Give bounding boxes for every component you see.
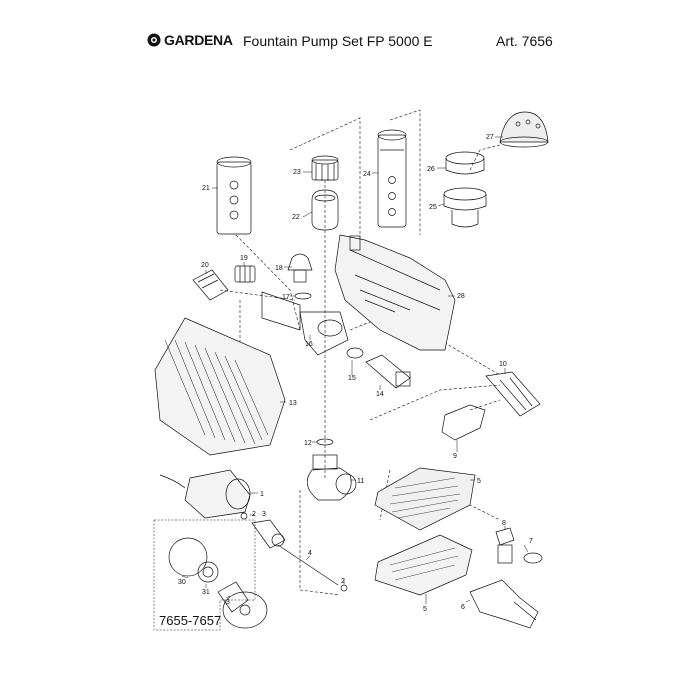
part-number-label: 3 — [226, 599, 230, 606]
part-24-jet-tube — [377, 129, 407, 228]
part-13-pump-cover — [154, 317, 286, 456]
part-18-valve-knob — [287, 253, 313, 283]
part-number-label: 10 — [499, 361, 507, 368]
part-15-o-ring — [346, 347, 364, 359]
part-number-label: 2 — [341, 578, 345, 585]
part-number-label: 2 — [252, 511, 256, 518]
part-8-valve — [495, 527, 515, 564]
part-number-label: 1 — [260, 491, 264, 498]
part-4-shaft — [277, 544, 339, 586]
part-number-label: 31 — [202, 589, 210, 596]
part-10-hose-connector — [485, 371, 541, 417]
part-number-label: 27 — [486, 134, 494, 141]
part-2-bearing — [240, 512, 348, 592]
part-number-label: 14 — [376, 391, 384, 398]
part-20-threaded-connector — [192, 269, 229, 301]
part-5-filter-top — [374, 467, 476, 531]
part-number-label: 24 — [363, 171, 371, 178]
part-number-label: 25 — [429, 204, 437, 211]
part-number-label: 21 — [202, 185, 210, 192]
part-28-housing-cover — [334, 234, 456, 351]
part-number-label: 26 — [427, 166, 435, 173]
part-number-label: 8 — [502, 520, 506, 527]
part-number-label: 7 — [529, 538, 533, 545]
part-26-cap — [445, 151, 485, 175]
part-number-label: 4 — [308, 550, 312, 557]
part-number-label: 30 — [178, 579, 186, 586]
part-number-label: 28 — [457, 293, 465, 300]
part-3-impeller — [251, 519, 286, 549]
set-number-label: 7655-7657 — [159, 613, 222, 628]
part-7-o-ring — [523, 552, 543, 564]
part-number-label: 22 — [292, 214, 300, 221]
part-6-elbow-connector — [469, 579, 539, 629]
part-number-label: 19 — [240, 255, 248, 262]
document-title: Fountain Pump Set FP 5000 E — [243, 33, 433, 49]
part-number-label: 16 — [305, 341, 313, 348]
part-number-label: 5 — [423, 606, 427, 613]
part-14-hose-connector — [365, 354, 411, 389]
part-27-bell-dome — [499, 111, 549, 148]
part-21-filter-tube — [216, 156, 252, 235]
part-number-label: 20 — [201, 262, 209, 269]
spare-parts-set-box — [153, 519, 268, 631]
gardena-logo: GARDENA — [147, 32, 233, 48]
header: GARDENA Fountain Pump Set FP 5000 E Art.… — [0, 30, 700, 54]
part-number-label: 15 — [348, 375, 356, 382]
part-11-pump-head — [306, 454, 357, 501]
part-22-nozzle — [311, 189, 339, 231]
brand-name: GARDENA — [164, 32, 233, 48]
part-19-nut — [234, 265, 256, 283]
part-number-label: 5 — [477, 478, 481, 485]
leader-lines — [181, 136, 529, 604]
part-number-label: 6 — [461, 604, 465, 611]
part-number-label: 18 — [275, 265, 283, 272]
part-23-nut — [311, 155, 339, 181]
part-number-label: 12 — [304, 440, 312, 447]
part-16-t-connector — [261, 291, 349, 356]
gardena-logo-icon — [147, 33, 161, 47]
part-5-filter-base — [374, 534, 473, 596]
part-17-o-ring — [294, 292, 312, 300]
part-25-adapter — [443, 187, 487, 228]
part-1-motor-unit — [159, 469, 251, 519]
part-number-label: 23 — [293, 169, 301, 176]
part-number-label: 13 — [289, 400, 297, 407]
part-number-label: 9 — [453, 453, 457, 460]
article-number: Art. 7656 — [496, 33, 553, 49]
part-9-cover-plate — [441, 404, 486, 441]
part-number-label: 17 — [282, 294, 290, 301]
part-number-label: 3 — [262, 511, 266, 518]
part-number-label: 11 — [357, 478, 364, 485]
